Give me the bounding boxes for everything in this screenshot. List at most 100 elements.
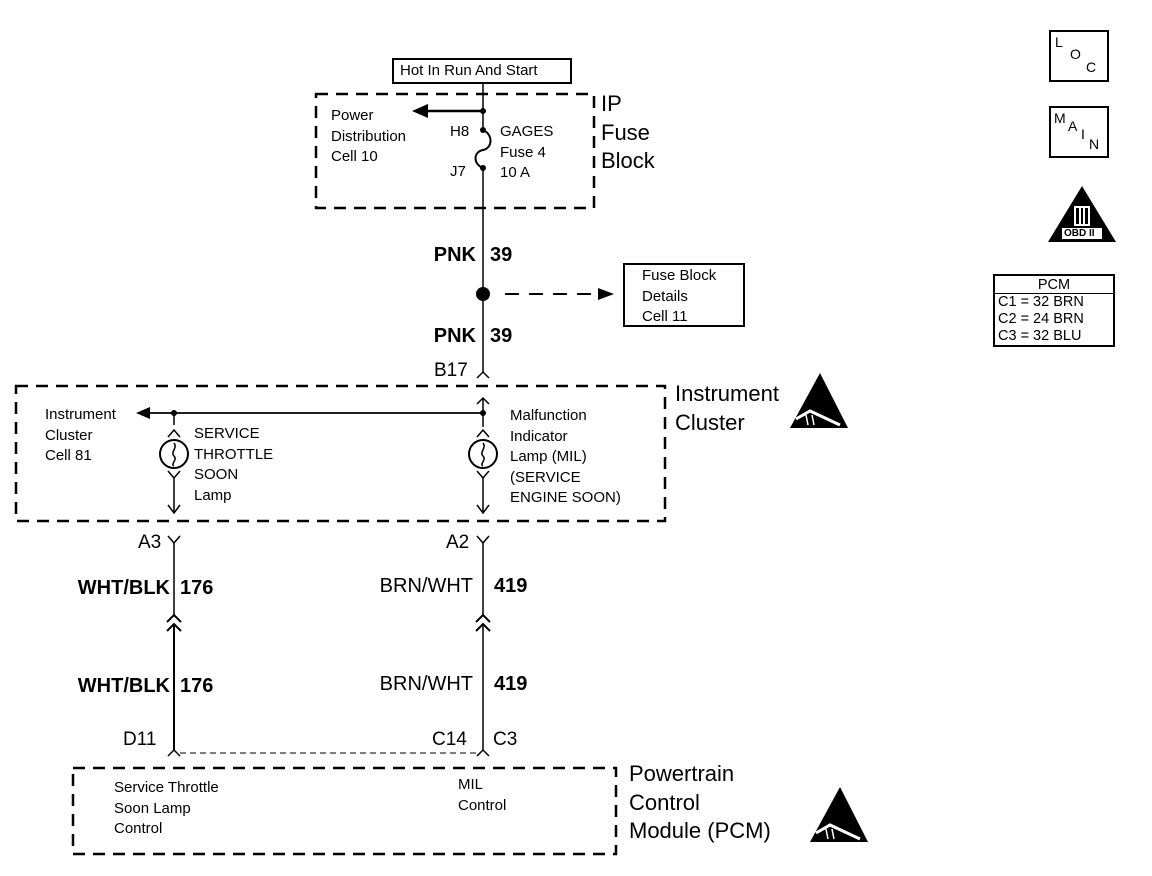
terminal-h8: H8 bbox=[450, 123, 470, 140]
terminal-a3: A3 bbox=[138, 532, 162, 553]
fuse-label: GAGES Fuse 4 10 A bbox=[500, 122, 553, 184]
details-line: Details bbox=[642, 287, 688, 305]
control-line: Control bbox=[458, 796, 507, 814]
ip-fuse-block-title: IP Fuse Block bbox=[601, 90, 655, 176]
terminal-a2: A2 bbox=[446, 532, 470, 553]
loc-icon[interactable]: L O C bbox=[1049, 30, 1109, 82]
main-letter: N bbox=[1089, 136, 1100, 152]
wire-color-label: BRN/WHT bbox=[379, 673, 473, 695]
wire-circuit-label: 176 bbox=[180, 577, 214, 599]
fuse-line: GAGES bbox=[500, 123, 554, 140]
mil-control-label: MIL Control bbox=[458, 775, 506, 816]
splice-dot bbox=[476, 287, 490, 301]
wire-circuit-label: 176 bbox=[180, 675, 214, 697]
connector-icon bbox=[167, 428, 181, 438]
lamp-line: ENGINE SOON) bbox=[510, 489, 621, 506]
wire-circuit-label: 419 bbox=[494, 575, 528, 597]
title-line: IP bbox=[601, 91, 622, 116]
stsl-lamp-icon bbox=[159, 439, 189, 469]
lamp-line: (SERVICE bbox=[510, 468, 581, 486]
wire-color-label: BRN/WHT bbox=[379, 575, 473, 597]
lamp-line: Indicator bbox=[510, 427, 568, 445]
mil-lamp-icon bbox=[468, 439, 498, 469]
pcm-outline bbox=[71, 766, 618, 856]
connector-a2-icon bbox=[476, 535, 490, 545]
lamp-line: SOON bbox=[194, 466, 239, 483]
control-line: MIL bbox=[458, 776, 484, 793]
pcm-title: Powertrain Control Module (PCM) bbox=[629, 760, 771, 846]
arrow-right-icon bbox=[598, 288, 614, 300]
details-line: Fuse Block bbox=[642, 267, 717, 284]
wire-circuit-label: 39 bbox=[490, 325, 513, 347]
wire-color-label: PNK bbox=[433, 244, 476, 266]
fuse-icon bbox=[474, 129, 492, 169]
esd-sensitive-icon bbox=[790, 373, 848, 428]
title-line: Control bbox=[629, 789, 700, 815]
terminal-c14: C14 bbox=[432, 729, 467, 750]
title-line: Cluster bbox=[675, 409, 745, 435]
pcm-connector-table: PCM C1 = 32 BRN C2 = 24 BRN C3 = 32 BLU bbox=[993, 274, 1115, 347]
arrow-left-icon bbox=[412, 104, 428, 118]
control-line: Service Throttle bbox=[114, 779, 219, 796]
title-line: Powertrain bbox=[629, 761, 735, 786]
ip-fuse-block-outline bbox=[314, 92, 596, 210]
terminal-d11: D11 bbox=[123, 729, 157, 750]
lamp-filament-icon bbox=[481, 442, 485, 467]
power-source-box: Hot In Run And Start bbox=[392, 58, 572, 84]
wire-color-label: WHT/BLK bbox=[77, 577, 170, 599]
wire-color-label: PNK bbox=[433, 325, 476, 347]
ref-line: Cell 10 bbox=[331, 148, 378, 165]
inline-connector-icon bbox=[475, 613, 491, 623]
title-line: Fuse bbox=[601, 119, 650, 145]
wire-circuit-label: 39 bbox=[490, 244, 513, 266]
fuse-line: Fuse 4 bbox=[500, 143, 546, 161]
loc-letter: O bbox=[1070, 46, 1081, 62]
ref-line: Distribution bbox=[331, 127, 407, 145]
main-icon[interactable]: M A I N bbox=[1049, 106, 1109, 158]
ref-line: Instrument bbox=[45, 406, 116, 423]
stsl-lamp-label: SERVICE THROTTLE SOON Lamp bbox=[194, 424, 273, 506]
wire-color-label: WHT/BLK bbox=[77, 675, 170, 697]
lamp-line: THROTTLE bbox=[194, 445, 274, 463]
loc-letter: C bbox=[1086, 59, 1097, 75]
instrument-cluster-outline bbox=[14, 384, 667, 523]
fuse-block-details-text: Fuse Block Details Cell 11 bbox=[642, 266, 716, 328]
title-line: Instrument bbox=[675, 381, 779, 406]
ref-line: Power bbox=[331, 107, 374, 124]
pcm-table-header: PCM bbox=[995, 276, 1113, 294]
ref-line: Cell 81 bbox=[45, 447, 92, 464]
connector-a3-icon bbox=[167, 535, 181, 545]
instrument-cluster-title: Instrument Cluster bbox=[675, 380, 779, 437]
lamp-line: Lamp (MIL) bbox=[510, 448, 587, 465]
inline-connector-icon bbox=[166, 613, 182, 623]
control-line: Control bbox=[114, 820, 163, 837]
stsl-control-label: Service Throttle Soon Lamp Control bbox=[114, 778, 219, 840]
obd-ii-icon bbox=[1048, 186, 1116, 242]
connector-d11-icon bbox=[167, 748, 181, 757]
title-line: Block bbox=[601, 148, 655, 173]
power-distribution-ref: Power Distribution Cell 10 bbox=[331, 106, 406, 168]
ref-line: Cluster bbox=[45, 426, 93, 444]
lamp-line: Malfunction bbox=[510, 407, 587, 424]
main-letter: A bbox=[1068, 118, 1078, 134]
pcm-table-row: C3 = 32 BLU bbox=[998, 328, 1082, 344]
details-line: Cell 11 bbox=[642, 308, 688, 325]
connector-b17-icon bbox=[476, 370, 490, 379]
loc-letter: L bbox=[1055, 34, 1063, 50]
control-line: Soon Lamp bbox=[114, 799, 191, 817]
arrow-down-icon bbox=[476, 504, 490, 515]
fuse-block-details-link[interactable]: Fuse Block Details Cell 11 bbox=[623, 263, 745, 327]
mil-lamp-label: Malfunction Indicator Lamp (MIL) (SERVIC… bbox=[510, 406, 621, 509]
title-line: Module (PCM) bbox=[629, 818, 771, 843]
connector-c3: C3 bbox=[493, 729, 518, 750]
main-letter: I bbox=[1081, 126, 1085, 142]
obd-ii-label: OBD II bbox=[1064, 228, 1095, 239]
arrow-down-icon bbox=[167, 504, 181, 515]
main-letter: M bbox=[1054, 110, 1066, 126]
arrow-left-icon bbox=[136, 407, 150, 419]
esd-sensitive-icon bbox=[810, 787, 868, 842]
lamp-filament-icon bbox=[172, 442, 176, 467]
connector-icon bbox=[476, 470, 490, 480]
connector-icon bbox=[476, 428, 490, 438]
